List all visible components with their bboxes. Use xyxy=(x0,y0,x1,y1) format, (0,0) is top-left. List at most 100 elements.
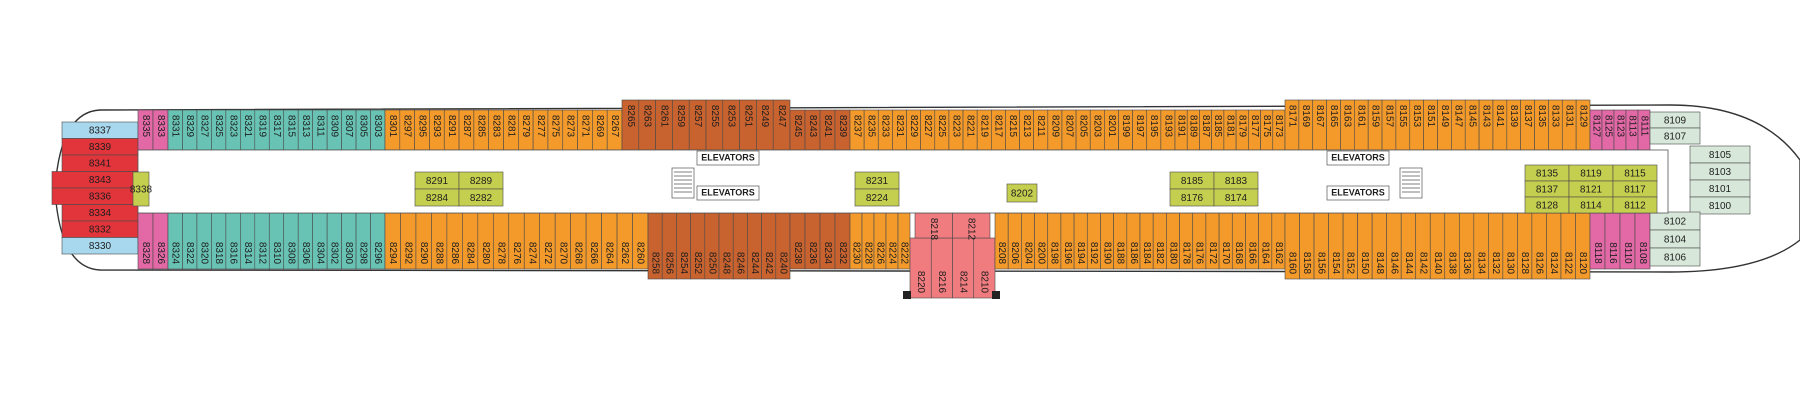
cabin-8287[interactable]: 8287 xyxy=(458,109,475,151)
cabin-8155[interactable]: 8155 xyxy=(1395,99,1411,151)
cabin-8143[interactable]: 8143 xyxy=(1478,99,1494,151)
cabin-8133[interactable]: 8133 xyxy=(1548,99,1563,151)
cabin-8224[interactable]: 8224 xyxy=(885,212,899,270)
cabin-8327[interactable]: 8327 xyxy=(196,109,212,151)
cabin-8174[interactable]: 8174 xyxy=(1213,188,1259,207)
cabin-8232[interactable]: 8232 xyxy=(834,212,851,270)
cabin-8281[interactable]: 8281 xyxy=(503,109,519,151)
cabin-8256[interactable]: 8256 xyxy=(661,212,677,280)
cabin-8131[interactable]: 8131 xyxy=(1561,99,1577,151)
cabin-8130[interactable]: 8130 xyxy=(1502,212,1518,280)
cabin-8276[interactable]: 8276 xyxy=(508,212,525,270)
cabin-8199[interactable]: 8199 xyxy=(1118,109,1133,151)
cabin-8284[interactable]: 8284 xyxy=(414,188,460,207)
cabin-8243[interactable]: 8243 xyxy=(804,109,821,151)
cabin-8291[interactable]: 8291 xyxy=(443,109,460,151)
cabin-8210[interactable]: 8210 xyxy=(973,237,996,299)
cabin-8184[interactable]: 8184 xyxy=(1139,212,1154,270)
cabin-8165[interactable]: 8165 xyxy=(1326,99,1341,151)
cabin-8226[interactable]: 8226 xyxy=(873,212,887,270)
cabin-8175[interactable]: 8175 xyxy=(1260,109,1274,151)
cabin-8100[interactable]: 8100 xyxy=(1689,196,1751,215)
cabin-8170[interactable]: 8170 xyxy=(1218,212,1233,270)
cabin-8128[interactable]: 8128 xyxy=(1524,196,1570,214)
cabin-8267[interactable]: 8267 xyxy=(606,109,623,151)
cabin-8147[interactable]: 8147 xyxy=(1451,99,1466,151)
cabin-8110[interactable]: 8110 xyxy=(1619,212,1636,270)
cabin-8198[interactable]: 8198 xyxy=(1047,212,1062,270)
cabin-8265[interactable]: 8265 xyxy=(621,99,640,151)
cabin-8260[interactable]: 8260 xyxy=(632,212,649,270)
cabin-8233[interactable]: 8233 xyxy=(877,109,893,151)
cabin-8300[interactable]: 8300 xyxy=(341,212,357,270)
cabin-8111[interactable]: 8111 xyxy=(1637,109,1651,151)
cabin-8127[interactable]: 8127 xyxy=(1589,109,1603,151)
cabin-8314[interactable]: 8314 xyxy=(240,212,256,270)
cabin-8318[interactable]: 8318 xyxy=(211,212,227,270)
cabin-8221[interactable]: 8221 xyxy=(962,109,978,151)
cabin-8284[interactable]: 8284 xyxy=(462,212,479,270)
cabin-8261[interactable]: 8261 xyxy=(655,99,673,151)
cabin-8219[interactable]: 8219 xyxy=(976,109,992,151)
cabin-8189[interactable]: 8189 xyxy=(1186,109,1200,151)
cabin-8290[interactable]: 8290 xyxy=(415,212,432,270)
cabin-8183[interactable]: 8183 xyxy=(1213,171,1259,190)
cabin-8329[interactable]: 8329 xyxy=(182,109,198,151)
cabin-8201[interactable]: 8201 xyxy=(1104,109,1119,151)
cabin-8307[interactable]: 8307 xyxy=(341,109,357,151)
cabin-8137[interactable]: 8137 xyxy=(1524,180,1570,198)
cabin-8181[interactable]: 8181 xyxy=(1223,109,1237,151)
cabin-8188[interactable]: 8188 xyxy=(1113,212,1128,270)
cabin-8144[interactable]: 8144 xyxy=(1400,212,1417,280)
cabin-8332[interactable]: 8332 xyxy=(61,220,139,238)
cabin-8231[interactable]: 8231 xyxy=(854,171,900,190)
cabin-8278[interactable]: 8278 xyxy=(492,212,510,270)
cabin-8294[interactable]: 8294 xyxy=(384,212,401,270)
cabin-8316[interactable]: 8316 xyxy=(225,212,241,270)
cabin-8200[interactable]: 8200 xyxy=(1034,212,1049,270)
cabin-8253[interactable]: 8253 xyxy=(722,99,740,151)
cabin-8185[interactable]: 8185 xyxy=(1211,109,1225,151)
cabin-8162[interactable]: 8162 xyxy=(1271,212,1286,270)
cabin-8239[interactable]: 8239 xyxy=(834,109,851,151)
cabin-8190[interactable]: 8190 xyxy=(1100,212,1114,270)
cabin-8237[interactable]: 8237 xyxy=(849,109,865,151)
cabin-8330[interactable]: 8330 xyxy=(61,237,139,255)
cabin-8223[interactable]: 8223 xyxy=(948,109,964,151)
cabin-8102[interactable]: 8102 xyxy=(1649,211,1701,231)
cabin-8109[interactable]: 8109 xyxy=(1649,111,1701,129)
cabin-8336[interactable]: 8336 xyxy=(51,187,139,205)
cabin-8101[interactable]: 8101 xyxy=(1689,179,1751,198)
cabin-8150[interactable]: 8150 xyxy=(1357,212,1373,280)
cabin-8236[interactable]: 8236 xyxy=(804,212,821,270)
cabin-8212[interactable]: 8212 xyxy=(952,212,991,241)
cabin-8108[interactable]: 8108 xyxy=(1634,212,1651,270)
cabin-8113[interactable]: 8113 xyxy=(1625,109,1639,151)
cabin-8128[interactable]: 8128 xyxy=(1517,212,1533,280)
cabin-8121[interactable]: 8121 xyxy=(1568,180,1614,198)
cabin-8173[interactable]: 8173 xyxy=(1272,109,1286,151)
cabin-8136[interactable]: 8136 xyxy=(1458,212,1475,280)
cabin-8191[interactable]: 8191 xyxy=(1174,109,1188,151)
cabin-8262[interactable]: 8262 xyxy=(616,212,633,270)
cabin-8322[interactable]: 8322 xyxy=(182,212,198,270)
cabin-8129[interactable]: 8129 xyxy=(1575,99,1591,151)
cabin-8132[interactable]: 8132 xyxy=(1488,212,1504,280)
cabin-8258[interactable]: 8258 xyxy=(647,212,663,280)
cabin-8324[interactable]: 8324 xyxy=(167,212,183,270)
cabin-8164[interactable]: 8164 xyxy=(1258,212,1273,270)
cabin-8138[interactable]: 8138 xyxy=(1444,212,1460,280)
cabin-8280[interactable]: 8280 xyxy=(477,212,494,270)
cabin-8207[interactable]: 8207 xyxy=(1061,109,1077,151)
cabin-8206[interactable]: 8206 xyxy=(1007,212,1022,270)
cabin-8293[interactable]: 8293 xyxy=(429,109,445,151)
cabin-8202[interactable]: 8202 xyxy=(1006,183,1038,203)
cabin-8235[interactable]: 8235 xyxy=(863,109,879,151)
cabin-8149[interactable]: 8149 xyxy=(1437,99,1452,151)
cabin-8153[interactable]: 8153 xyxy=(1409,99,1424,151)
cabin-8123[interactable]: 8123 xyxy=(1613,109,1627,151)
cabin-8152[interactable]: 8152 xyxy=(1342,212,1358,280)
cabin-8134[interactable]: 8134 xyxy=(1473,212,1489,280)
cabin-8208[interactable]: 8208 xyxy=(994,212,1009,270)
cabin-8115[interactable]: 8115 xyxy=(1612,164,1658,182)
